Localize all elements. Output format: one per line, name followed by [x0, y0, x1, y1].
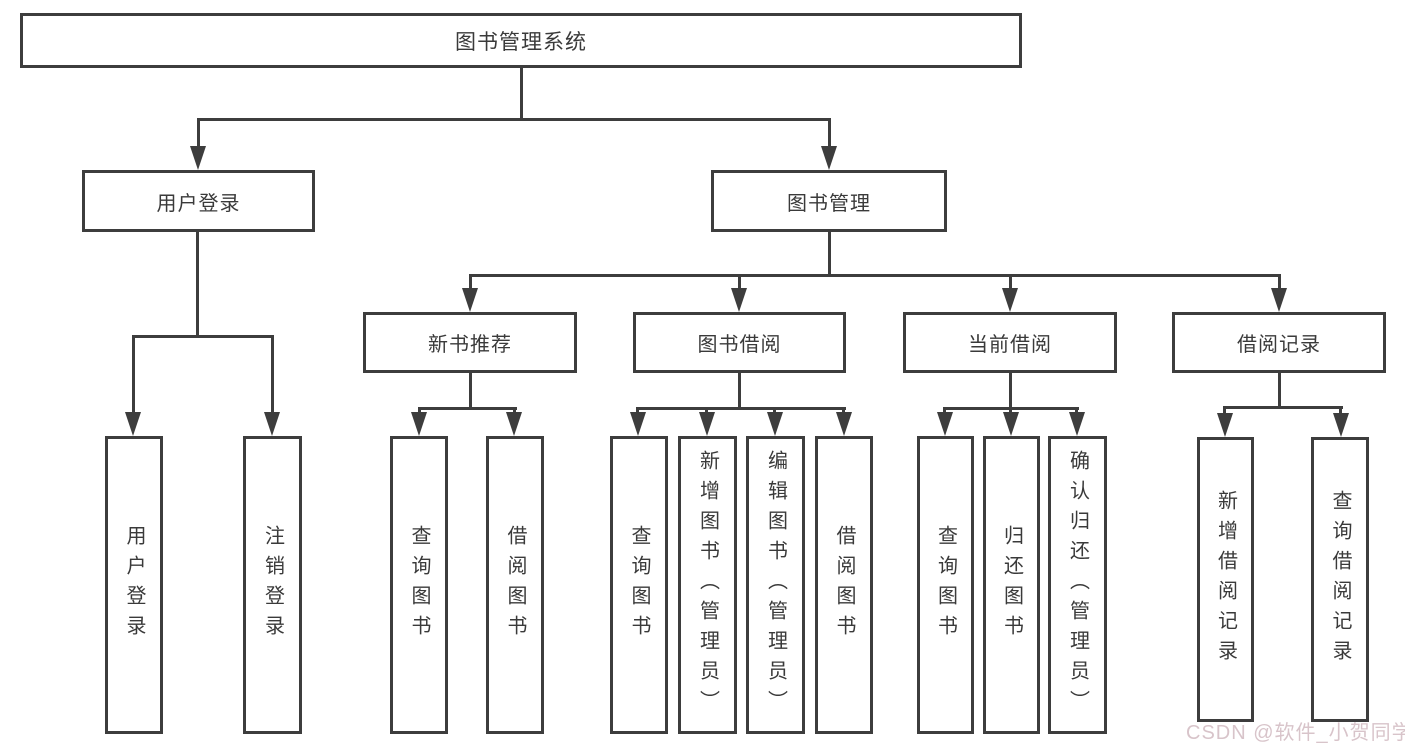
leaf-add-book-admin: 新增图书（管理员） [678, 436, 737, 734]
arrowhead-borrow2 [836, 412, 852, 436]
arrowhead-book-mgmt [821, 146, 837, 170]
arrowhead-editbook [767, 412, 783, 436]
node-book-management-label: 图书管理 [787, 192, 871, 215]
node-current-borrow: 当前借阅 [903, 312, 1117, 373]
arrowhead-query2 [630, 412, 646, 436]
leaf-confirm-return-admin: 确认归还（管理员） [1048, 436, 1107, 734]
node-user-login: 用户登录 [82, 170, 315, 232]
arrowhead-return [1003, 412, 1019, 436]
leaf-borrow-book-1: 借阅图书 [486, 436, 544, 734]
connector-stem-logout-leaf [271, 335, 274, 416]
leaf-logout-label: 注销登录 [261, 525, 284, 645]
connector-userlogin-stem [196, 232, 199, 338]
connector-newbook-stem [469, 373, 472, 410]
arrowhead-addrecord [1217, 413, 1233, 437]
connector-stem-newbook [469, 274, 472, 292]
connector-newbook-bar [418, 407, 517, 410]
connector-borrowrecord-bar [1223, 406, 1343, 409]
arrowhead-queryrecord [1333, 413, 1349, 437]
connector-stem-confirmreturn [1075, 407, 1078, 416]
node-borrow-record-label: 借阅记录 [1237, 334, 1321, 356]
node-new-book-recommend-label: 新书推荐 [428, 334, 512, 356]
arrowhead-newbook [462, 288, 478, 312]
leaf-user-login: 用户登录 [105, 436, 163, 734]
node-root-label: 图书管理系统 [455, 30, 587, 54]
connector-stem-addbook [705, 407, 708, 416]
arrowhead-borrowrecord [1271, 288, 1287, 312]
connector-stem-borrow2 [842, 407, 845, 416]
connector-stem-book-mgmt [828, 118, 831, 150]
leaf-query-book-3-label: 查询图书 [934, 525, 957, 645]
node-book-borrow: 图书借阅 [633, 312, 846, 373]
leaf-logout: 注销登录 [243, 436, 302, 734]
connector-stem-login-leaf [132, 335, 135, 416]
arrowhead-currentborrow [1002, 288, 1018, 312]
node-root: 图书管理系统 [20, 13, 1022, 68]
leaf-query-borrow-record-label: 查询借阅记录 [1329, 489, 1351, 670]
leaf-add-borrow-record-label: 新增借阅记录 [1214, 489, 1237, 670]
arrowhead-logout-leaf [264, 412, 280, 436]
leaf-user-login-label: 用户登录 [123, 525, 145, 645]
leaf-borrow-book-1-label: 借阅图书 [504, 525, 526, 645]
node-current-borrow-label: 当前借阅 [968, 334, 1052, 356]
leaf-add-borrow-record: 新增借阅记录 [1197, 437, 1254, 722]
connector-root-stem [520, 68, 523, 121]
leaf-edit-book-admin: 编辑图书（管理员） [746, 436, 805, 734]
leaf-add-book-admin-label: 新增图书（管理员） [696, 450, 719, 720]
connector-stem-query3 [943, 407, 946, 416]
connector-bookmgmt-stem [828, 232, 831, 277]
leaf-query-borrow-record: 查询借阅记录 [1311, 437, 1369, 722]
connector-bookborrow-bar [636, 407, 846, 410]
connector-stem-borrowrecord [1278, 274, 1281, 292]
connector-userlogin-bar [132, 335, 274, 338]
arrowhead-addbook [699, 412, 715, 436]
arrowhead-query1 [411, 412, 427, 436]
connector-stem-return [1009, 407, 1012, 416]
connector-stem-bookborrow [738, 274, 741, 292]
arrowhead-login-leaf [125, 412, 141, 436]
arrowhead-query3 [937, 412, 953, 436]
leaf-borrow-book-2-label: 借阅图书 [833, 525, 855, 645]
leaf-query-book-1-label: 查询图书 [408, 525, 430, 645]
connector-bookmgmt-bar [469, 274, 1281, 277]
node-new-book-recommend: 新书推荐 [363, 312, 577, 373]
leaf-query-book-2-label: 查询图书 [628, 525, 650, 645]
leaf-query-book-3: 查询图书 [917, 436, 974, 734]
leaf-borrow-book-2: 借阅图书 [815, 436, 873, 734]
leaf-return-book-label: 归还图书 [1000, 525, 1023, 645]
node-borrow-record: 借阅记录 [1172, 312, 1386, 373]
connector-bookborrow-stem [738, 373, 741, 410]
connector-stem-queryrecord [1339, 406, 1342, 416]
csdn-watermark: CSDN @软件_小贺同学 [1186, 722, 1405, 744]
arrowhead-bookborrow [731, 288, 747, 312]
leaf-confirm-return-admin-label: 确认归还（管理员） [1066, 450, 1089, 720]
connector-stem-query1 [418, 407, 421, 416]
arrowhead-user-login [190, 146, 206, 170]
connector-stem-borrow1 [513, 407, 516, 416]
connector-stem-editbook [773, 407, 776, 416]
node-book-management: 图书管理 [711, 170, 947, 232]
connector-stem-user-login [197, 118, 200, 150]
connector-currentborrow-stem [1009, 373, 1012, 410]
leaf-edit-book-admin-label: 编辑图书（管理员） [764, 450, 787, 720]
connector-stem-currentborrow [1009, 274, 1012, 292]
arrowhead-confirmreturn [1069, 412, 1085, 436]
leaf-query-book-1: 查询图书 [390, 436, 448, 734]
leaf-return-book: 归还图书 [983, 436, 1040, 734]
connector-root-bar [197, 118, 831, 121]
arrowhead-borrow1 [506, 412, 522, 436]
leaf-query-book-2: 查询图书 [610, 436, 668, 734]
node-user-login-label: 用户登录 [156, 192, 241, 215]
connector-stem-query2 [636, 407, 639, 416]
node-book-borrow-label: 图书借阅 [697, 334, 782, 356]
connector-borrowrecord-stem [1278, 373, 1281, 407]
connector-stem-addrecord [1223, 406, 1226, 416]
